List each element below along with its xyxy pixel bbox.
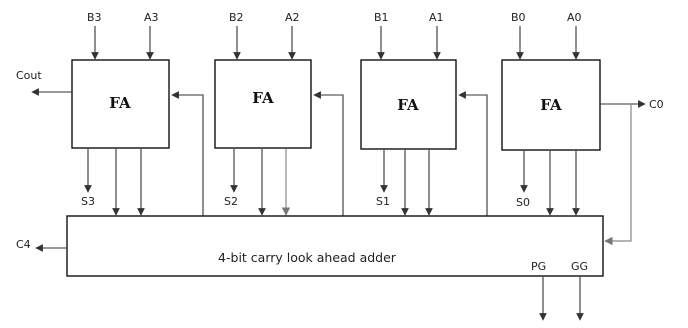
sum-s2-label: S2 bbox=[224, 195, 238, 208]
carry-c0-feedback-wire bbox=[604, 104, 632, 246]
sum-s3-label: S3 bbox=[81, 195, 95, 208]
full-adder-1: B1 A1 FA S1 p1 g1 C1 bbox=[360, 11, 488, 238]
full-adder-0: B0 A0 FA S0 p0 g0 bbox=[501, 11, 601, 233]
input-a3-label: A3 bbox=[144, 11, 159, 24]
input-a1-label: A1 bbox=[429, 11, 444, 24]
full-adder-3: B3 A3 FA S3 p3 g3 C3 bbox=[71, 11, 204, 238]
group-propagate-label: PG bbox=[531, 260, 546, 273]
full-adder-3-box bbox=[71, 59, 170, 149]
input-b1-label: B1 bbox=[374, 11, 389, 24]
carry-c1-wire bbox=[458, 91, 488, 216]
full-adder-2-box bbox=[214, 59, 312, 149]
full-adder-2: B2 A2 FA S2 p2 g2 C2 bbox=[214, 11, 352, 238]
sum-s1-label: S1 bbox=[376, 195, 390, 208]
full-adder-2-label: FA bbox=[252, 89, 274, 107]
sum-s0-label: S0 bbox=[516, 196, 530, 209]
carry-c4-label: C4 bbox=[16, 238, 31, 251]
carry-lookahead-label: 4-bit carry look ahead adder bbox=[218, 250, 397, 265]
input-a0-label: A0 bbox=[567, 11, 582, 24]
carry-c2-wire bbox=[313, 91, 344, 216]
full-adder-3-label: FA bbox=[109, 94, 131, 112]
input-b3-label: B3 bbox=[87, 11, 102, 24]
input-b0-label: B0 bbox=[511, 11, 526, 24]
full-adder-1-label: FA bbox=[397, 96, 419, 114]
full-adder-0-box bbox=[501, 59, 601, 151]
input-a2-label: A2 bbox=[285, 11, 300, 24]
full-adder-0-label: FA bbox=[540, 96, 562, 114]
carry-lookahead-block bbox=[66, 215, 604, 277]
carry-c3-wire bbox=[171, 91, 204, 216]
carry-c0-label: C0 bbox=[649, 98, 664, 111]
carry-out-label: Cout bbox=[16, 69, 42, 82]
full-adder-1-box bbox=[360, 59, 457, 150]
input-b2-label: B2 bbox=[229, 11, 244, 24]
group-generate-label: GG bbox=[571, 260, 588, 273]
